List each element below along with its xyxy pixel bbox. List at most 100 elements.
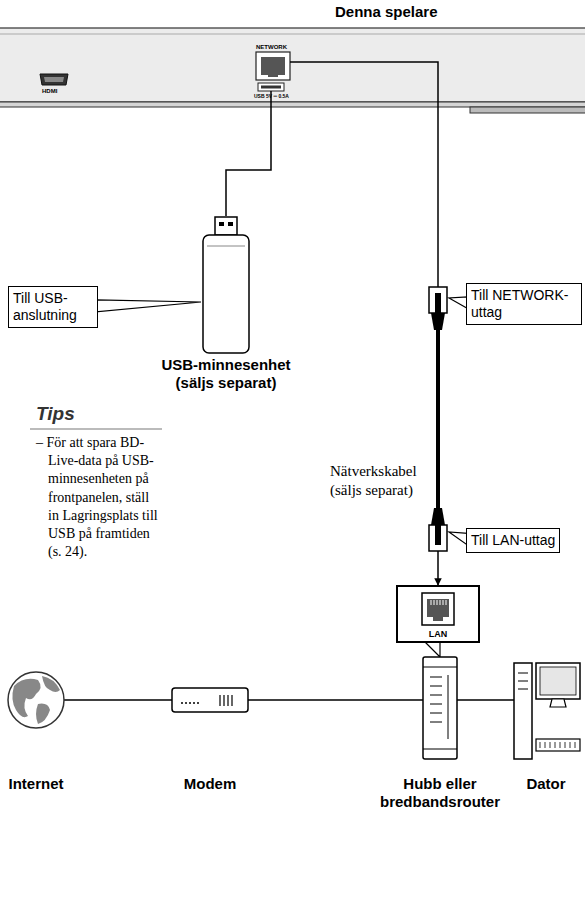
lan-port-icon <box>398 587 478 629</box>
usb-port <box>258 83 284 91</box>
pc-stand <box>550 699 566 707</box>
port-label: USB 5V ═ 0.5A <box>254 94 289 99</box>
pc-drive <box>518 681 528 682</box>
cable-plug <box>429 525 447 551</box>
modem-led <box>197 702 199 704</box>
port-label: NETWORK <box>256 44 287 50</box>
device-label: LAN <box>398 629 478 641</box>
continent <box>36 704 50 724</box>
usb-stick-detail <box>207 246 245 247</box>
lan-pin <box>446 600 447 605</box>
internet-globe-icon <box>3 655 69 775</box>
network-port <box>256 52 290 80</box>
player-unit: Denna spelare <box>0 0 585 114</box>
tips-note: – För att spara BD-Live-data på USB-minn… <box>36 434 162 561</box>
device-label: Dator <box>510 775 582 793</box>
callout-box: Till LAN-uttag <box>466 528 560 553</box>
computer-device-icon <box>510 655 582 775</box>
tips-rule <box>30 428 162 430</box>
modem-device: Modem <box>168 655 252 793</box>
modem-vent <box>223 695 224 706</box>
modem-vent <box>231 695 232 706</box>
router-slot <box>430 713 442 714</box>
router-slot <box>430 686 442 687</box>
modem-vent <box>227 695 228 706</box>
pc-keys <box>555 742 556 748</box>
network-port-inner <box>261 57 285 75</box>
device-label: Hubb eller bredbandsrouter <box>372 775 508 811</box>
usb-memory-device: USB-minnesenhet (säljs separat) <box>151 216 301 392</box>
cable-label: Nätverkskabel (säljs separat) <box>330 462 428 500</box>
player-base <box>0 102 585 107</box>
pc-tower <box>514 663 532 759</box>
modem-vent <box>219 695 220 706</box>
cable-plug-boot <box>431 313 445 330</box>
callout-tail <box>424 641 440 657</box>
usb-stick-body <box>203 235 249 353</box>
pc-keys <box>570 742 571 748</box>
player-back-panel <box>0 28 585 102</box>
modem-led <box>185 702 187 704</box>
usb-memory-device-icon <box>151 216 301 356</box>
lan-pin <box>443 600 444 605</box>
router-slot <box>430 704 442 705</box>
pc-keys <box>540 742 541 748</box>
pc-keys <box>545 742 546 748</box>
cable-plug-core <box>435 525 441 545</box>
pc-monitor <box>536 663 580 699</box>
router-slot <box>430 677 442 678</box>
router-slot <box>430 695 442 696</box>
lan-port <box>422 593 454 625</box>
modem-led <box>193 702 195 704</box>
lan-port-detail: LAN <box>396 585 480 643</box>
callout-text: Till LAN-uttag <box>471 532 555 549</box>
pc-keys <box>560 742 561 748</box>
device-label: USB-minnesenhet (säljs separat) <box>151 356 301 392</box>
connection-line <box>508 699 510 701</box>
wire-stub <box>457 699 508 701</box>
network-cable-thick <box>436 330 440 508</box>
usb-port-inner <box>261 86 281 89</box>
pc-keys <box>550 742 551 748</box>
continent <box>42 676 60 692</box>
globe-outline <box>8 672 64 728</box>
modem-body <box>172 688 248 712</box>
wire-stub <box>372 699 423 701</box>
modem-device-icon <box>168 655 252 775</box>
pc-screen <box>540 667 576 695</box>
globe <box>8 672 69 728</box>
router-device-icon <box>372 655 508 775</box>
router-device: Hubb eller bredbandsrouter <box>372 655 508 811</box>
router-detail <box>423 667 457 668</box>
cable-plug-core <box>435 293 441 313</box>
connection-line <box>252 699 372 701</box>
computer-device: Dator <box>510 655 582 793</box>
network-port-notch <box>268 73 278 77</box>
callout-box: Till USB-anslutning <box>8 286 98 328</box>
lan-pin <box>434 600 435 605</box>
modem-led <box>181 702 183 704</box>
panel-edge <box>0 34 585 35</box>
cable-plug-boot <box>431 508 445 525</box>
connection-line <box>226 114 271 216</box>
device-title: Denna spelare <box>335 3 438 20</box>
port-label: HDMI <box>42 88 57 94</box>
usb-plug <box>215 217 237 235</box>
callout-text: Till NETWORK-uttag <box>471 287 577 321</box>
network-cable <box>290 62 438 114</box>
modem-led <box>189 702 191 704</box>
player-foot <box>470 107 585 113</box>
device-label: Modem <box>168 775 252 793</box>
usb-plug-hole <box>228 222 233 226</box>
callout-tail <box>96 300 201 312</box>
lan-port-opening <box>427 599 449 621</box>
callout-text: Till USB-anslutning <box>13 290 93 324</box>
pc-keys <box>575 742 576 748</box>
player-drawing <box>0 0 585 114</box>
pc-drive <box>518 689 528 690</box>
device-label: Internet <box>3 775 69 793</box>
